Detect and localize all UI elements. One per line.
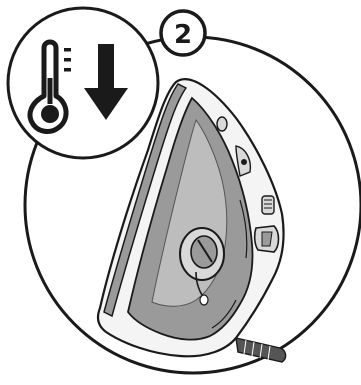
- iron-temperature-knob: [262, 196, 274, 214]
- inset-circle: [8, 8, 158, 158]
- step-badge: 2: [161, 11, 205, 55]
- temperature-inset: [8, 8, 158, 158]
- step-number: 2: [174, 20, 192, 50]
